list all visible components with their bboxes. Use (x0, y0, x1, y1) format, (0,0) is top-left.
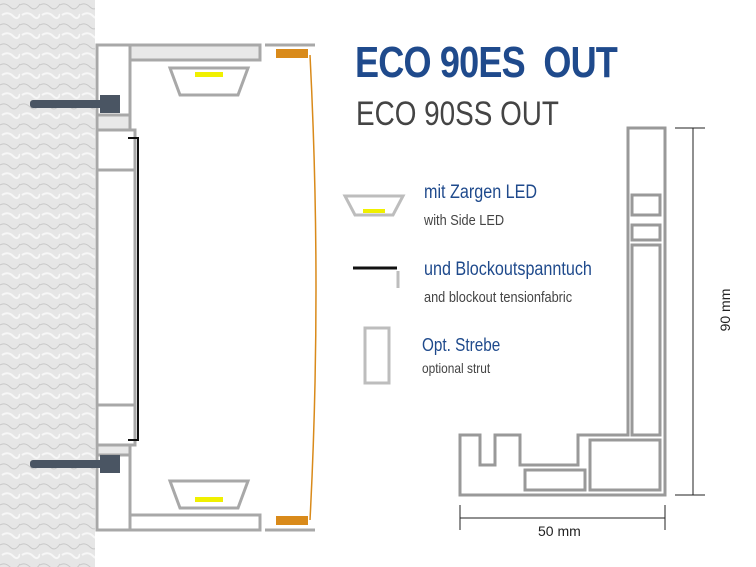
cross-section-drawing (458, 126, 667, 497)
fabric-line (309, 54, 317, 521)
wall (0, 0, 95, 567)
blockout-line (128, 137, 139, 441)
dimension-lines (459, 127, 705, 530)
side-profile-drawing (95, 43, 315, 532)
width-dimension-label: 50 mm (538, 523, 581, 539)
fabric-clip (276, 516, 308, 525)
legend-sublabel: with Side LED (424, 212, 505, 229)
page-title: ECO 90ES OUT (355, 38, 618, 87)
legend-label: und Blockoutspanntuch (424, 259, 592, 280)
legend-label: Opt. Strebe (422, 335, 501, 355)
legend-icons (342, 194, 406, 385)
led-strip (195, 497, 223, 502)
fabric-clip (276, 49, 308, 58)
legend-sublabel: and blockout tensionfabric (424, 289, 573, 306)
strut-icon (363, 326, 391, 385)
page-subtitle: ECO 90SS OUT (356, 95, 559, 133)
height-dimension-label: 90 mm (717, 288, 733, 332)
wall-anchor (30, 95, 120, 473)
legend-label: mit Zargen LED (424, 182, 538, 203)
led-strip (195, 72, 223, 77)
side-led-icon (342, 194, 406, 217)
legend-sublabel: optional strut (422, 360, 491, 376)
